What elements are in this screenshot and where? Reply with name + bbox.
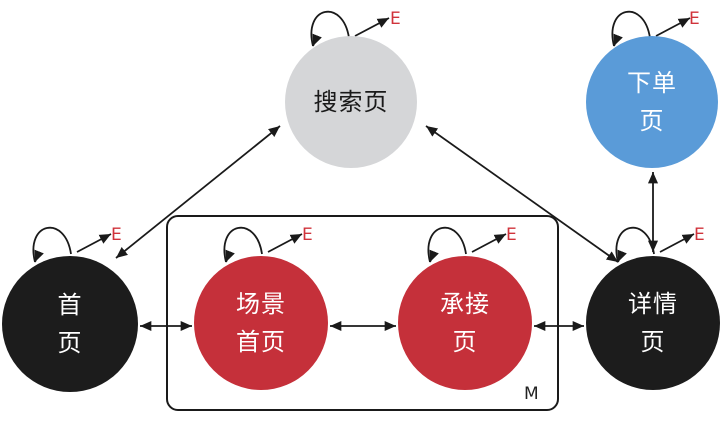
self-loop-detail [615, 228, 694, 263]
self-loop-label-home: E [111, 225, 122, 245]
edge-search-detail [425, 125, 619, 263]
self-loop-handoff [427, 228, 506, 263]
node-scene-home-page-label: 场景 首页 [236, 290, 286, 356]
self-loop-search [310, 12, 389, 47]
node-search-page-label: 搜索页 [313, 88, 389, 116]
group-box-m [166, 215, 559, 411]
node-order-page-label: 下单 页 [627, 69, 677, 135]
node-handoff-page-label: 承接 页 [440, 290, 490, 356]
node-search-page: 搜索页 [285, 36, 417, 168]
edge-home-search [115, 125, 281, 259]
self-loop-order [611, 12, 690, 47]
self-loop-arrowhead-search [312, 33, 322, 47]
node-scene-home-page: 场景 首页 [194, 256, 328, 390]
self-loop-arrowhead-scene_home [225, 249, 235, 263]
node-handoff-page: 承接 页 [398, 256, 532, 390]
self-loop-arrowhead-home [34, 249, 44, 263]
node-detail-page: 详情 页 [586, 256, 720, 390]
self-loop-arrowhead-detail [617, 249, 627, 263]
self-loop-scene_home [223, 228, 302, 263]
node-detail-page-label: 详情 页 [628, 290, 678, 356]
self-loop-label-handoff: E [506, 225, 517, 245]
self-loop-label-detail: E [694, 225, 705, 245]
self-loop-arrowhead-handoff [429, 249, 439, 263]
self-loop-home [32, 228, 111, 263]
self-loop-label-scene-home: E [302, 225, 313, 245]
node-home-page-label: 首 页 [57, 291, 83, 357]
node-home-page: 首 页 [2, 256, 138, 392]
self-loop-label-search: E [390, 9, 401, 29]
group-label-m: M [524, 384, 539, 404]
self-loop-arrowhead-order [613, 33, 623, 47]
node-order-page: 下单 页 [586, 36, 718, 168]
self-loop-label-order: E [689, 9, 700, 29]
